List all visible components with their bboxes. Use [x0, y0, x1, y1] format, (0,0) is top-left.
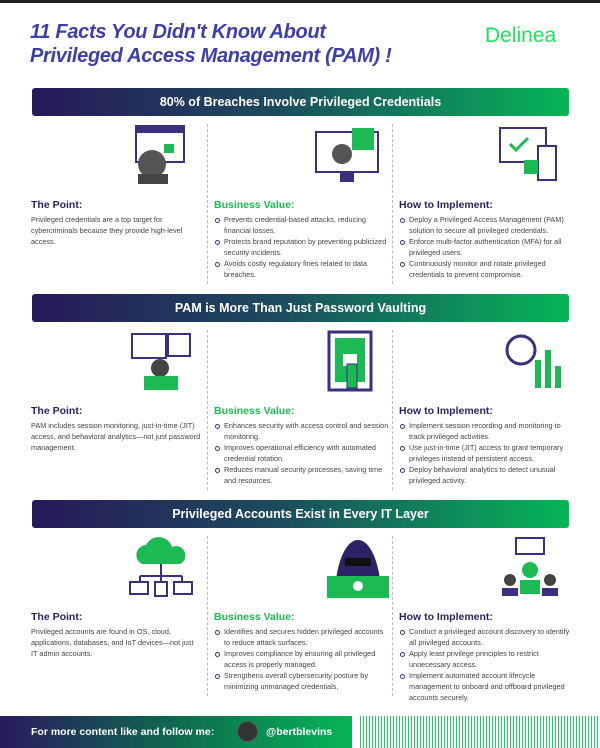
- business-value-item: Strengthens overall cybersecurity postur…: [214, 670, 389, 692]
- business-value-item: Prevents credential-based attacks, reduc…: [214, 214, 389, 236]
- footer-handle[interactable]: @bertblevins: [266, 726, 333, 738]
- implement-item: Conduct a privileged account discovery t…: [399, 626, 574, 648]
- hacker-laptop-icon: [135, 125, 185, 184]
- point-column: The Point: Privileged credentials are a t…: [31, 198, 201, 247]
- cloud-network-icon: [129, 537, 193, 597]
- how-to-implement-column: How to Implement: Implement session recor…: [399, 404, 574, 486]
- point-heading: The Point:: [31, 405, 83, 417]
- business-value-heading: Business Value:: [214, 199, 295, 211]
- devices-security-icon: [499, 127, 557, 181]
- section-banner-1: 80% of Breaches Involve Privileged Crede…: [32, 88, 569, 116]
- avatar: [237, 721, 258, 742]
- business-value-item: Avoids costly regulatory fines related t…: [214, 258, 389, 280]
- implement-item: Apply least privilege principles to rest…: [399, 648, 574, 670]
- implement-item: Enforce multi-factor authentication (MFA…: [399, 236, 574, 258]
- implement-item: Deploy a Privileged Access Management (P…: [399, 214, 574, 236]
- business-value-item: Enhances security with access control an…: [214, 420, 389, 442]
- business-value-item: Improves operational efficiency with aut…: [214, 442, 389, 464]
- business-value-heading: Business Value:: [214, 611, 295, 623]
- business-value-item: Reduces manual security processes, savin…: [214, 464, 389, 486]
- title-line-1: 11 Facts You Didn't Know About: [30, 21, 326, 43]
- column-divider: [207, 124, 208, 284]
- business-value-heading: Business Value:: [214, 405, 295, 417]
- business-value-column: Business Value: Prevents credential-based…: [214, 198, 389, 280]
- person-dashboard-icon: [131, 333, 191, 390]
- page-title: 11 Facts You Didn't Know About Privilege…: [30, 20, 392, 68]
- point-column: The Point: Privileged accounts are found …: [31, 610, 201, 659]
- how-to-implement-heading: How to Implement:: [399, 199, 493, 211]
- column-divider: [207, 330, 208, 490]
- point-text: Privileged credentials are a top target …: [31, 215, 183, 246]
- business-value-item: Protects brand reputation by preventing …: [214, 236, 389, 258]
- top-border: [0, 0, 600, 3]
- point-column: The Point: PAM includes session monitorin…: [31, 404, 201, 453]
- business-value-item: Identifies and secures hidden privileged…: [214, 626, 389, 648]
- footer-text: For more content like and follow me:: [31, 726, 215, 738]
- implement-item: Use just-in-time (JIT) access to grant t…: [399, 442, 574, 464]
- how-to-implement-column: How to Implement: Conduct a privileged ac…: [399, 610, 574, 703]
- section-icons: [0, 536, 600, 608]
- hooded-hacker-icon: [327, 540, 389, 598]
- point-heading: The Point:: [31, 199, 83, 211]
- footer-banner: For more content like and follow me: @be…: [0, 716, 352, 748]
- how-to-implement-heading: How to Implement:: [399, 405, 493, 417]
- column-divider: [392, 330, 393, 490]
- magnifier-chart-icon: [505, 334, 561, 388]
- title-line-2: Privileged Access Management (PAM) !: [30, 45, 392, 67]
- decorative-stripes: [360, 716, 600, 748]
- column-divider: [207, 536, 208, 696]
- business-value-column: Business Value: Identifies and secures hi…: [214, 610, 389, 692]
- section-icons: [0, 330, 600, 402]
- delinea-logo: Delinea: [485, 24, 557, 47]
- implement-item: Continuously monitor and rotate privileg…: [399, 258, 574, 280]
- user-accounts-icon: [502, 537, 558, 596]
- section-banner-3: Privileged Accounts Exist in Every IT La…: [32, 500, 569, 528]
- business-value-item: Improves compliance by ensuring all priv…: [214, 648, 389, 670]
- point-text: PAM includes session monitoring, just-in…: [31, 421, 201, 452]
- point-heading: The Point:: [31, 611, 83, 623]
- door-lock-hand-icon: [327, 330, 373, 392]
- point-text: Privileged accounts are found in OS, clo…: [31, 627, 194, 658]
- section-banner-2: PAM is More Than Just Password Vaulting: [32, 294, 569, 322]
- column-divider: [392, 536, 393, 696]
- implement-item: Implement automated account lifecycle ma…: [399, 670, 574, 703]
- section-icons: [0, 124, 600, 196]
- how-to-implement-heading: How to Implement:: [399, 611, 493, 623]
- how-to-implement-column: How to Implement: Deploy a Privileged Acc…: [399, 198, 574, 280]
- business-value-column: Business Value: Enhances security with ac…: [214, 404, 389, 486]
- hacker-monitor-lock-icon: [315, 128, 379, 182]
- implement-item: Implement session recording and monitori…: [399, 420, 574, 442]
- column-divider: [392, 124, 393, 284]
- implement-item: Deploy behavioral analytics to detect un…: [399, 464, 574, 486]
